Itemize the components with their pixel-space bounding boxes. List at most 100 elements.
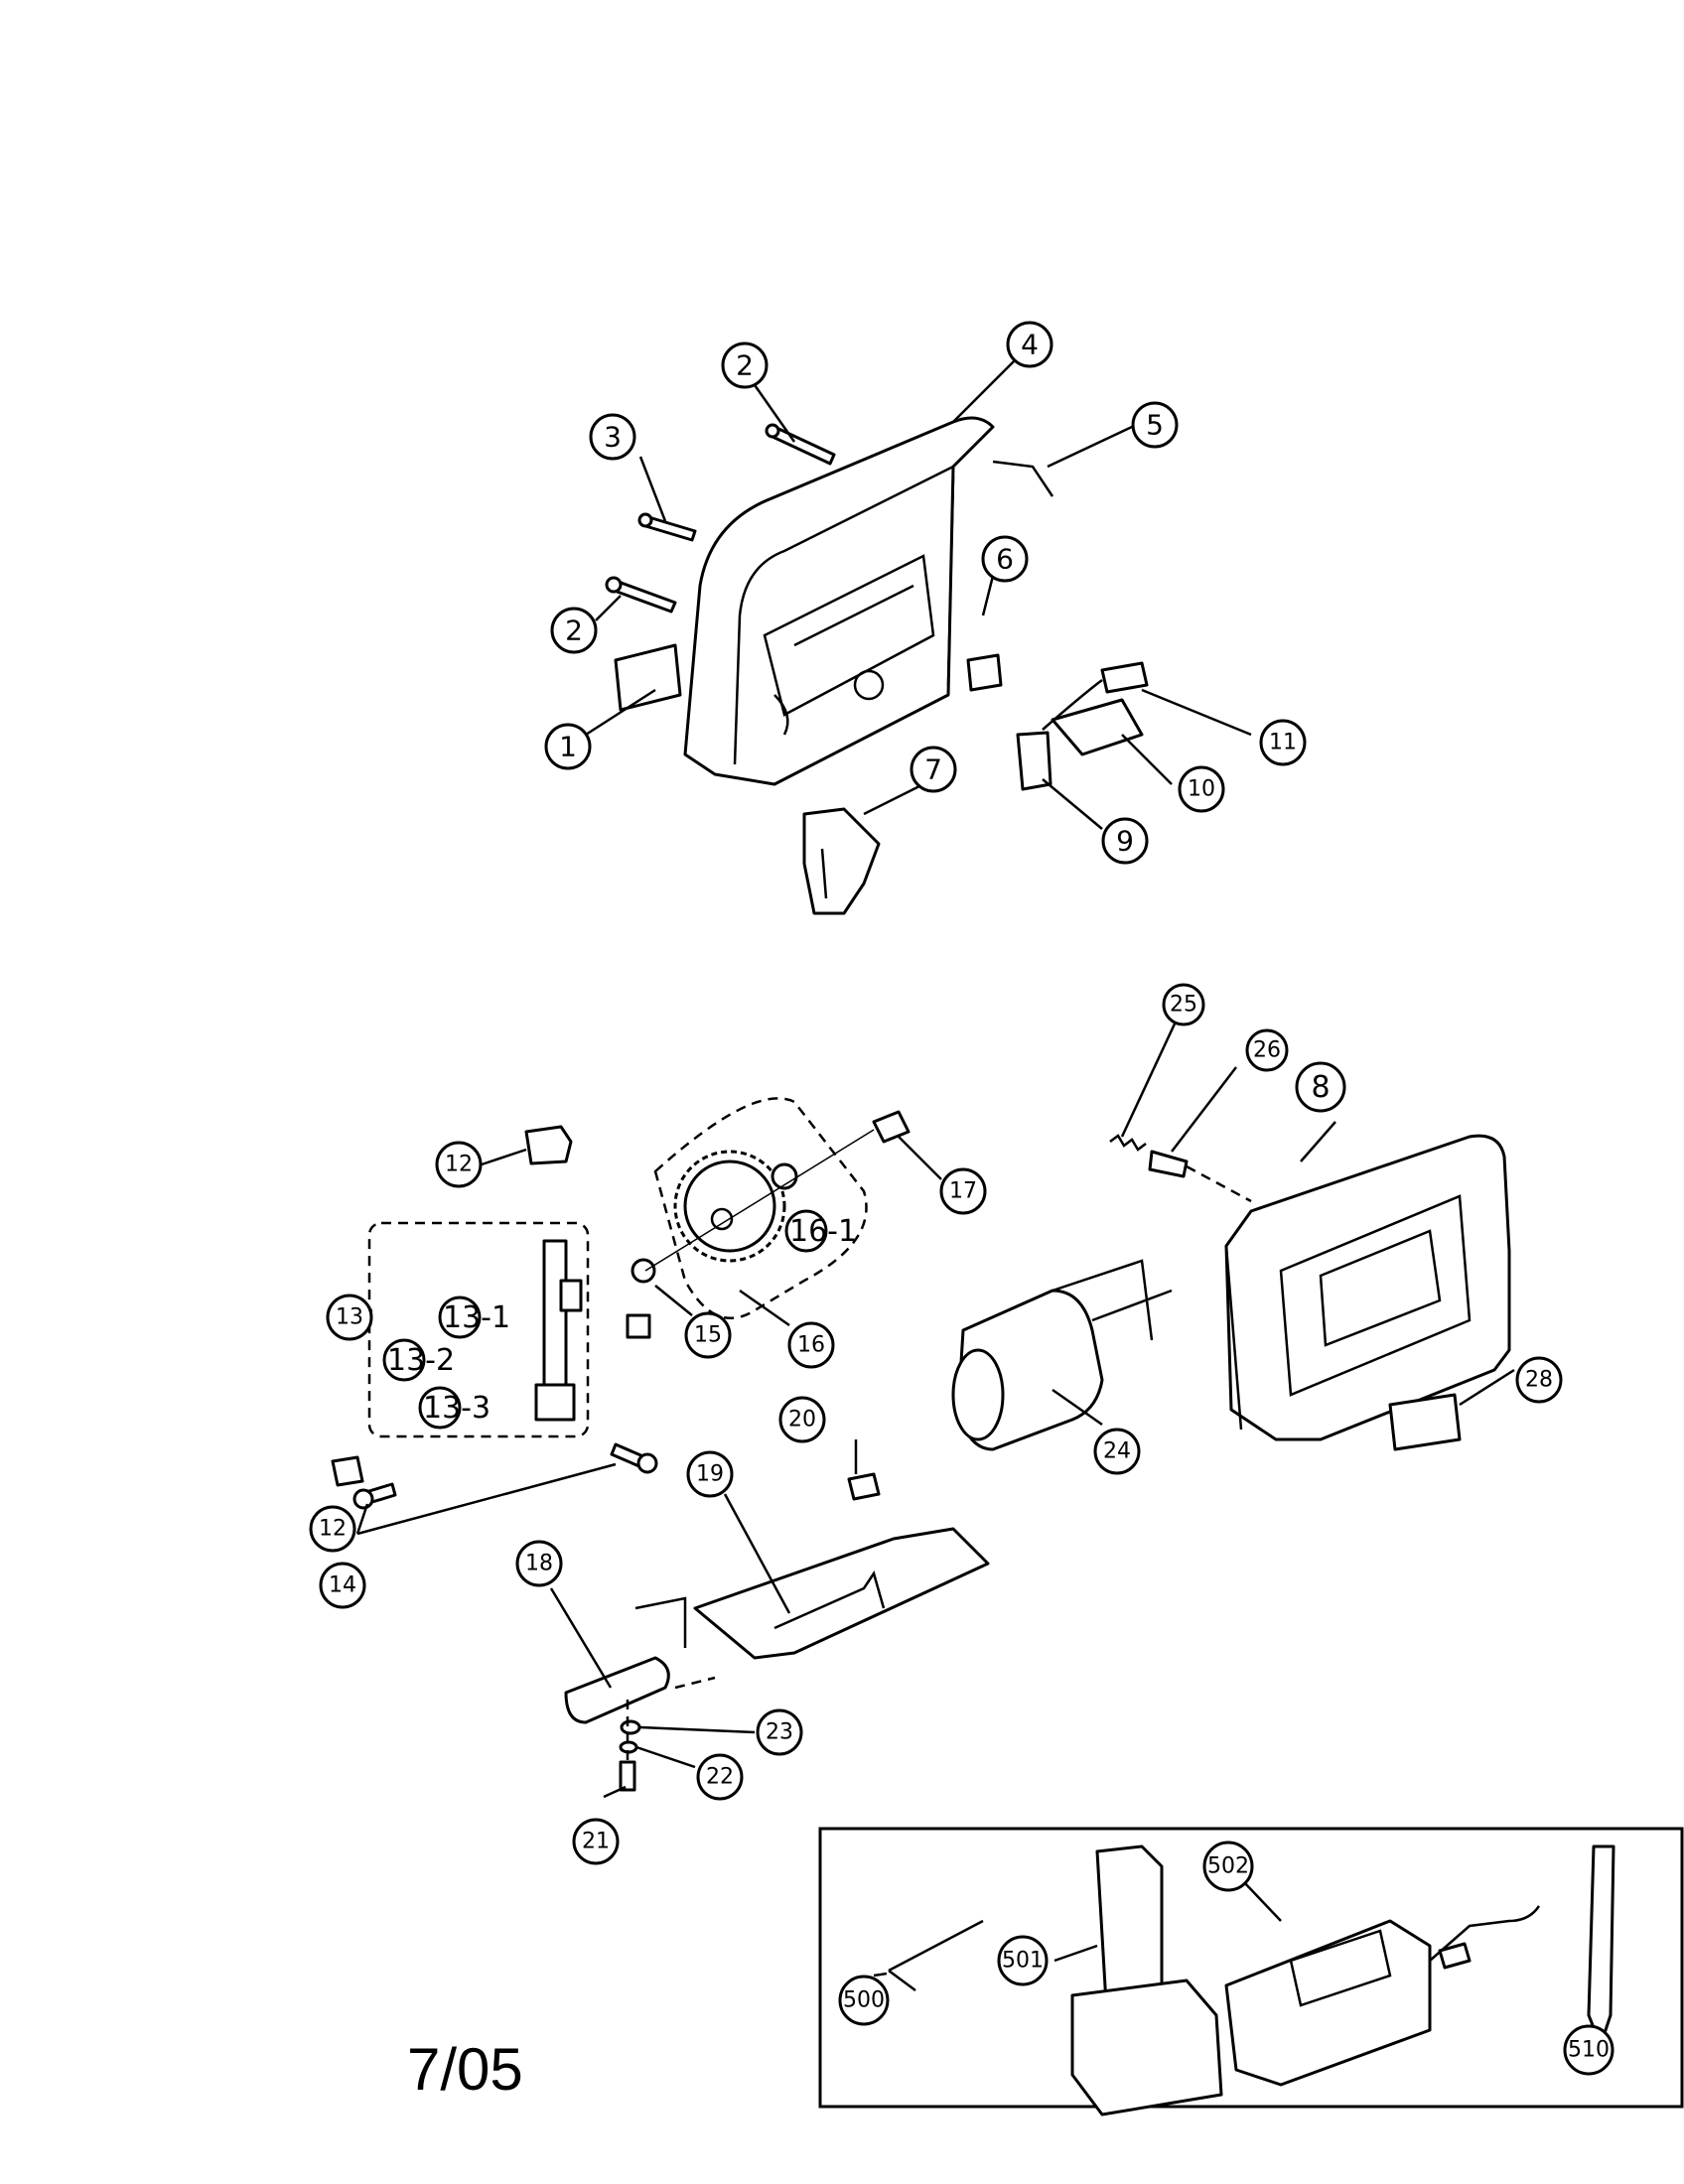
- callout-15: 15: [684, 1311, 732, 1359]
- washer-23: [620, 1719, 641, 1735]
- screw-21: [619, 1760, 636, 1792]
- callout-4: 4: [1006, 321, 1053, 368]
- gear-axis-line: [644, 1129, 875, 1272]
- slider-block-12-bottom: [331, 1455, 364, 1487]
- gear-assembly-box: [653, 1097, 868, 1320]
- callout-5: 5: [1131, 401, 1179, 449]
- svg-text:13: 13: [336, 1305, 363, 1330]
- blade-holder-18: [564, 1596, 687, 1724]
- spring-wire-5: [992, 460, 1054, 497]
- callout-7: 7: [910, 746, 957, 793]
- svg-text:24: 24: [1103, 1439, 1131, 1464]
- switch-lever-6: [966, 653, 1003, 692]
- callout-16: 16: [787, 1321, 835, 1369]
- svg-text:501: 501: [1002, 1949, 1044, 1974]
- guide-block: [626, 1313, 651, 1339]
- svg-text:20: 20: [788, 1408, 816, 1433]
- callout-28: 28: [1515, 1356, 1563, 1404]
- svg-text:13-3: 13-3: [423, 1391, 491, 1426]
- callout-13: 13: [326, 1294, 373, 1341]
- hex-wrench-500: [888, 1919, 984, 1992]
- switch-assembly-9-10-11: [1016, 661, 1149, 791]
- svg-text:21: 21: [582, 1830, 610, 1854]
- callout-11: 11: [1259, 719, 1307, 766]
- slider-block-12-top: [524, 1125, 573, 1165]
- svg-text:9: 9: [1116, 825, 1134, 858]
- svg-text:500: 500: [843, 1988, 885, 2013]
- callout-22: 22: [696, 1753, 744, 1801]
- svg-text:11: 11: [1269, 731, 1297, 755]
- date-code: 7/05: [407, 2036, 523, 2103]
- svg-text:502: 502: [1207, 1854, 1249, 1879]
- svg-text:16: 16: [797, 1333, 825, 1358]
- bearing-17: [872, 1110, 911, 1144]
- svg-text:17: 17: [949, 1179, 977, 1204]
- label-13-3: 13-3: [418, 1386, 491, 1430]
- clip-20: [847, 1472, 881, 1501]
- svg-text:22: 22: [706, 1765, 734, 1790]
- saw-blade-510: [1587, 1844, 1615, 2047]
- pin-guide-line: [1186, 1164, 1252, 1203]
- svg-text:13-2: 13-2: [387, 1343, 455, 1378]
- svg-text:19: 19: [696, 1462, 724, 1487]
- svg-text:28: 28: [1525, 1368, 1553, 1393]
- callout-18: 18: [515, 1540, 563, 1587]
- svg-text:12: 12: [445, 1153, 473, 1177]
- callout-501: 501: [997, 1935, 1049, 1986]
- svg-text:7: 7: [924, 753, 942, 786]
- svg-text:510: 510: [1568, 2038, 1610, 2063]
- screws-14: [352, 1442, 658, 1510]
- label-plate-28: [1388, 1393, 1462, 1451]
- svg-text:6: 6: [996, 543, 1014, 576]
- svg-text:25: 25: [1170, 993, 1197, 1018]
- callout-2-left: 2: [550, 607, 598, 654]
- callout-23: 23: [756, 1708, 803, 1756]
- leader-lines: [355, 356, 1603, 2046]
- callout-12-bottom: 12: [309, 1505, 356, 1553]
- svg-text:1: 1: [559, 731, 577, 763]
- svg-text:16-1: 16-1: [789, 1214, 857, 1249]
- svg-text:12: 12: [319, 1517, 347, 1542]
- plunger-assembly-box: [367, 1221, 590, 1438]
- svg-text:23: 23: [766, 1720, 793, 1745]
- motor-24: [951, 1259, 1173, 1451]
- callout-24: 24: [1093, 1428, 1141, 1475]
- callout-14: 14: [319, 1562, 366, 1609]
- bushing-15: [631, 1258, 656, 1284]
- svg-text:13-1: 13-1: [443, 1300, 510, 1335]
- svg-text:10: 10: [1188, 777, 1215, 802]
- svg-text:18: 18: [525, 1552, 553, 1576]
- spring-25: [1109, 1134, 1147, 1152]
- svg-text:2: 2: [736, 349, 754, 382]
- svg-text:26: 26: [1253, 1038, 1281, 1063]
- gear-16: [673, 1150, 798, 1263]
- label-8: 8: [1295, 1061, 1346, 1113]
- callout-25: 25: [1162, 983, 1205, 1026]
- base-plate-19: [693, 1527, 990, 1660]
- label-13-1: 13-1: [438, 1296, 510, 1339]
- housing-left-half: [683, 416, 995, 786]
- svg-text:3: 3: [604, 421, 622, 454]
- callout-510: 510: [1563, 2024, 1614, 2076]
- callout-12-top: 12: [435, 1141, 483, 1188]
- battery-501: [1070, 1844, 1223, 2116]
- holder-guide-line: [674, 1676, 716, 1690]
- pin-26: [1148, 1150, 1189, 1178]
- label-plate-1: [614, 643, 682, 712]
- callout-20: 20: [778, 1396, 826, 1443]
- callout-26: 26: [1245, 1028, 1289, 1072]
- callout-500: 500: [838, 1975, 890, 2026]
- screw-3: [637, 512, 697, 542]
- callout-17: 17: [939, 1167, 987, 1215]
- housing-right-half-8: [1224, 1134, 1511, 1441]
- charger-502: [1224, 1905, 1541, 2087]
- screw-2-top: [765, 423, 836, 466]
- callout-21: 21: [572, 1818, 620, 1865]
- callout-3: 3: [589, 413, 636, 461]
- lock-off-button-7: [802, 807, 881, 915]
- callout-9: 9: [1101, 817, 1149, 865]
- svg-text:5: 5: [1146, 409, 1164, 442]
- callout-502: 502: [1202, 1841, 1254, 1892]
- label-13-2: 13-2: [382, 1338, 455, 1382]
